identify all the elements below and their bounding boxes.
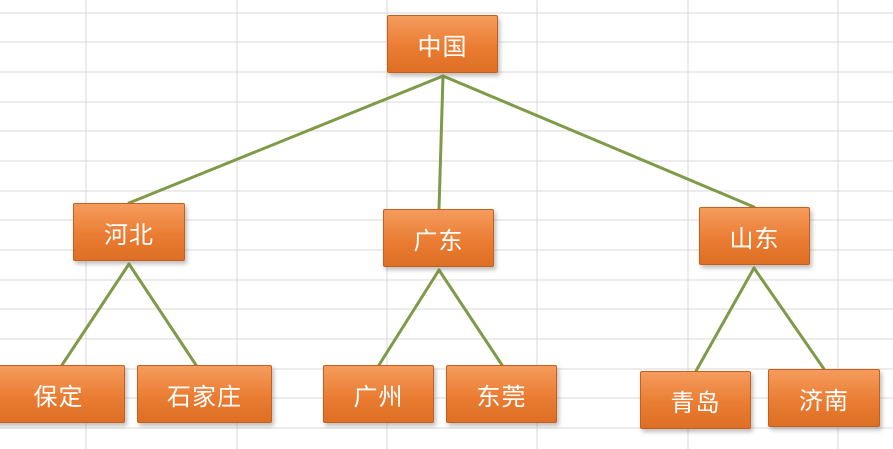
connector-shandong-jinan <box>752 266 826 371</box>
connector-shandong-qingdao <box>694 266 756 373</box>
node-dongguan[interactable]: 东莞 <box>446 365 557 423</box>
connector-root-shandong <box>441 74 756 209</box>
node-qingdao[interactable]: 青岛 <box>640 371 751 429</box>
connector-guangdong-guangzhou <box>377 268 441 367</box>
connector-hebei-baoding <box>60 262 131 367</box>
node-china[interactable]: 中国 <box>387 15 498 73</box>
node-shijiazhuang[interactable]: 石家庄 <box>137 365 272 423</box>
node-jinan[interactable]: 济南 <box>768 369 880 427</box>
node-hebei[interactable]: 河北 <box>73 203 185 261</box>
connector-root-guangdong <box>437 74 445 211</box>
connector-hebei-shijiazhuang <box>127 262 198 367</box>
node-guangdong[interactable]: 广东 <box>383 209 494 267</box>
connector-guangdong-dongguan <box>437 268 504 367</box>
node-guangzhou[interactable]: 广州 <box>323 365 434 423</box>
node-baoding[interactable]: 保定 <box>0 365 125 423</box>
node-shandong[interactable]: 山东 <box>699 207 810 265</box>
connector-root-hebei <box>127 74 445 205</box>
